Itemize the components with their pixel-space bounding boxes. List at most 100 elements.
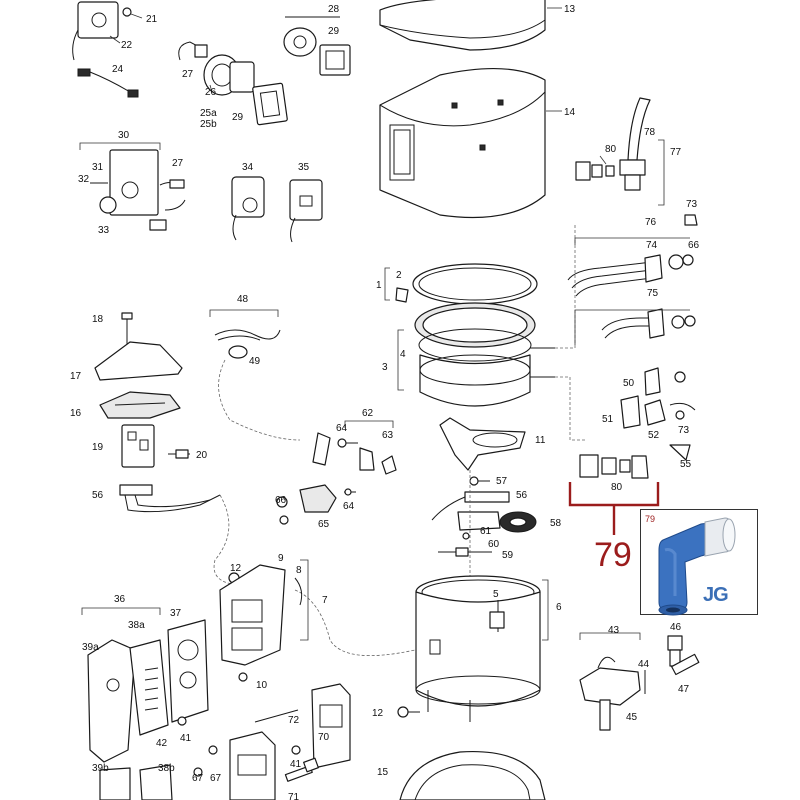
label-65: 65 [318,519,330,530]
label-24: 24 [112,64,124,75]
label-61: 61 [480,526,492,537]
label-20: 20 [196,450,208,461]
label-44: 44 [638,659,650,670]
part-knob-assembly [178,41,255,96]
label-62: 62 [362,408,374,419]
highlight-bracket-79 [568,482,660,535]
label-4: 4 [400,349,406,360]
label-72: 72 [288,715,300,726]
label-9: 9 [278,553,284,564]
label-67b: 67 [210,773,222,784]
label-19: 19 [92,442,104,453]
part-79-inset: 79 JG [640,509,758,616]
label-15: 15 [377,767,389,778]
part-base-15 [399,750,546,800]
label-41: 41 [180,733,192,744]
part-pipe-78 [619,97,665,206]
part-casing-14 [379,67,562,219]
label-34: 34 [242,162,254,173]
label-63: 63 [382,430,394,441]
part-display-38a [129,639,169,736]
label-79-large: 79 [594,536,632,574]
part-mount-16 [99,391,181,419]
label-1: 1 [376,280,382,291]
part-control-panel-30 [79,142,186,231]
part-wiring-harness [209,309,301,441]
label-46: 46 [670,622,682,633]
part-panel-37 [167,619,209,723]
label-56b: 56 [92,490,104,501]
label-76: 76 [645,217,657,228]
label-42: 42 [156,738,168,749]
part-screws-10-41 [177,672,299,726]
label-28: 28 [328,4,340,15]
label-58: 58 [550,518,562,529]
label-64b: 64 [343,501,355,512]
label-38a: 38a [128,620,145,631]
part-bracket-11 [439,417,526,471]
label-12b: 12 [372,708,384,719]
part-screw-12-bottom [397,706,420,718]
push-fit-elbow-image [658,517,736,616]
label-47: 47 [678,684,690,695]
label-21: 21 [146,14,158,25]
label-7: 7 [322,595,328,606]
label-27b: 27 [172,158,184,169]
label-78: 78 [644,127,656,138]
label-60: 60 [488,539,500,550]
part-box-70 [229,731,276,800]
label-17: 17 [70,371,82,382]
part-bracket-65 [276,484,356,525]
label-77: 77 [670,147,682,158]
label-16: 16 [70,408,82,419]
label-29b: 29 [232,112,244,123]
part-frame-29 [252,82,288,126]
part-cover-17 [94,341,183,381]
label-18: 18 [92,314,104,325]
label-13: 13 [564,4,576,15]
label-31: 31 [92,162,104,173]
label-66: 66 [688,240,700,251]
label-57: 57 [496,476,508,487]
label-12: 12 [230,563,242,574]
part-heating-element-75 [574,308,696,345]
jg-logo: JG [703,584,729,606]
label-66b: 66 [275,495,287,506]
label-38b: 38b [158,763,175,774]
label-35: 35 [298,162,310,173]
part-frame-38b [99,764,173,800]
label-25a: 25a [200,108,217,119]
label-14: 14 [564,107,576,118]
label-73b: 73 [678,425,690,436]
label-6: 6 [556,602,562,613]
part-front-door-36 [81,607,161,763]
label-56: 56 [516,490,528,501]
part-box-72 [311,683,351,769]
label-22: 22 [121,40,133,51]
part-ignition-62 [312,420,397,475]
label-51: 51 [602,414,614,425]
part-fittings-46-47 [667,635,700,676]
part-fan-housing-9 [219,559,309,666]
part-valve-43 [579,632,646,731]
part-top-cover-13 [379,0,562,51]
label-80: 80 [605,144,617,155]
label-45: 45 [626,712,638,723]
part-clips-50-52 [555,367,696,461]
label-36: 36 [114,594,126,605]
label-27: 27 [182,69,194,80]
label-3: 3 [382,362,388,373]
label-49: 49 [249,356,261,367]
label-37: 37 [170,608,182,619]
label-11: 11 [535,435,546,446]
part-heating-element-76 [567,237,694,297]
label-48: 48 [237,294,249,305]
label-64: 64 [336,423,348,434]
part-tank-3 [397,225,576,407]
label-71: 71 [288,792,300,800]
label-33: 33 [98,225,110,236]
part-fitting-80-bottom [579,454,649,479]
label-67: 67 [192,773,204,784]
